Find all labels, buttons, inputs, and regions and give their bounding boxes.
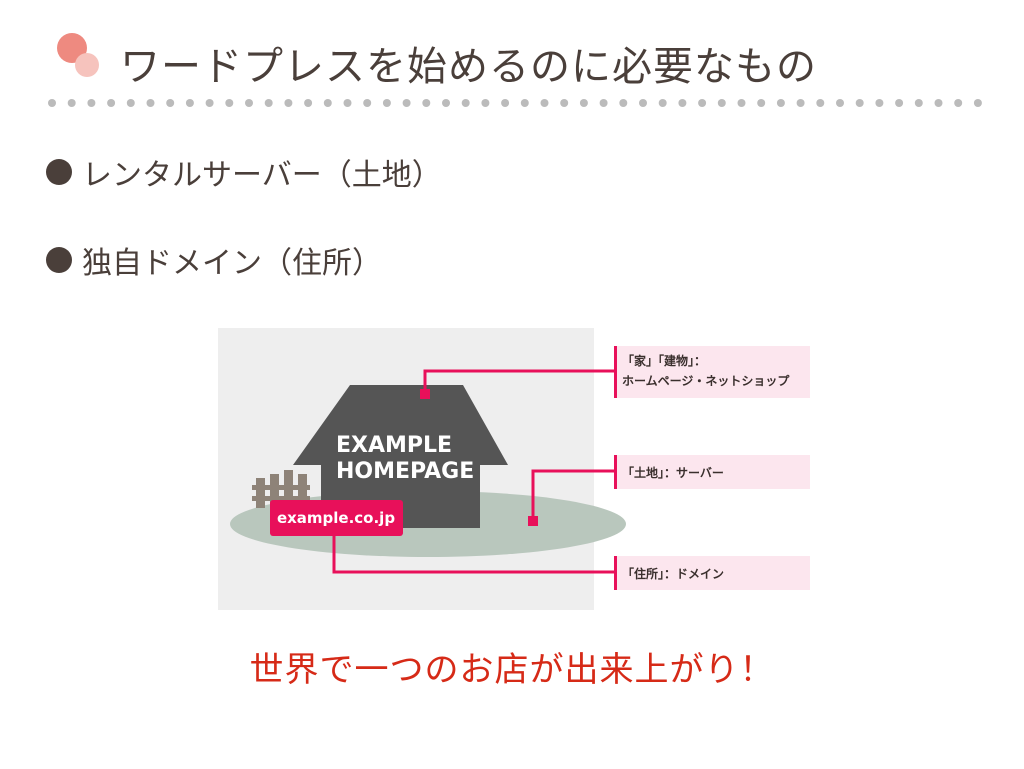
page-title: ワードプレスを始めるのに必要なもの xyxy=(120,44,817,90)
connector-house xyxy=(423,369,614,396)
divider-dot xyxy=(402,99,411,107)
divider-dot xyxy=(698,99,707,107)
divider-dot xyxy=(382,99,391,107)
divider-dot xyxy=(363,99,372,107)
divider-dot xyxy=(757,99,766,107)
divider-dot xyxy=(205,99,214,107)
house-text-line1: EXAMPLE xyxy=(336,433,452,458)
divider-dot xyxy=(954,99,963,107)
divider-dot xyxy=(166,99,175,107)
divider-dot xyxy=(126,99,135,107)
divider-dot xyxy=(914,99,923,107)
house-text-line2: HOMEPAGE xyxy=(336,459,474,484)
label-box-address xyxy=(614,556,810,590)
divider-dot xyxy=(816,99,825,107)
house-analogy-diagram: EXAMPLE HOMEPAGE example.co.jp 「家」「建物」： … xyxy=(218,328,810,610)
label-land: 「土地」：サーバー xyxy=(622,465,724,480)
divider-dot xyxy=(836,99,844,107)
house-icon xyxy=(293,385,508,528)
marker-house xyxy=(420,389,430,399)
conclusion-text: 世界で一つのお店が出来上がり！ xyxy=(249,650,775,690)
divider-dot xyxy=(520,99,529,107)
divider-dot xyxy=(146,99,155,107)
divider-dot xyxy=(461,99,470,107)
title-decoration-icon xyxy=(57,33,99,77)
divider-dot xyxy=(875,99,884,107)
divider-dot xyxy=(658,99,667,107)
divider-dot xyxy=(245,99,253,107)
divider-dot xyxy=(67,99,76,107)
divider-dot xyxy=(560,99,569,107)
divider-dot xyxy=(540,99,549,107)
divider-dot xyxy=(87,99,96,107)
divider-dot xyxy=(934,99,943,107)
label-house-line2: ホームページ・ネットショップ xyxy=(622,373,790,388)
divider-dot xyxy=(422,99,431,107)
divider-dot xyxy=(185,99,194,107)
bullet-text: 独自ドメイン（住所） xyxy=(82,246,382,281)
divider-dot xyxy=(717,99,726,107)
domain-sign xyxy=(270,500,403,536)
label-house-line1: 「家」「建物」： xyxy=(622,353,706,368)
divider-dot xyxy=(323,99,332,107)
label-address: 「住所」：ドメイン xyxy=(622,566,724,581)
divider-dot xyxy=(343,99,352,107)
bullet-dot-icon xyxy=(46,159,72,185)
divider-dot xyxy=(678,99,687,107)
divider-dot xyxy=(973,99,982,107)
dotted-divider xyxy=(48,99,982,107)
divider-dot xyxy=(304,99,313,107)
bullet-domain: 独自ドメイン（住所） xyxy=(46,238,382,282)
bullet-text: レンタルサーバー（土地） xyxy=(82,158,442,193)
divider-dot xyxy=(855,99,864,107)
label-box-land xyxy=(614,455,810,489)
divider-dot xyxy=(599,99,608,107)
divider-dot xyxy=(895,99,904,107)
divider-dot xyxy=(48,99,56,107)
divider-dot xyxy=(776,99,785,107)
bullet-dot-icon xyxy=(46,247,72,273)
divider-dot xyxy=(737,99,746,107)
divider-dot xyxy=(107,99,116,107)
divider-dot xyxy=(442,99,450,107)
domain-sign-text: example.co.jp xyxy=(277,509,395,527)
divider-dot xyxy=(579,99,588,107)
divider-dot xyxy=(481,99,490,107)
divider-dot xyxy=(264,99,273,107)
connector-land xyxy=(531,469,614,521)
divider-dot xyxy=(619,99,628,107)
bullet-rental-server: レンタルサーバー（土地） xyxy=(46,150,442,194)
label-box-house xyxy=(614,346,810,398)
marker-land xyxy=(528,516,538,526)
divider-dot xyxy=(796,99,805,107)
divider-dot xyxy=(284,99,293,107)
divider-dot xyxy=(639,99,647,107)
fence-icon xyxy=(252,470,310,508)
divider-dot xyxy=(225,99,234,107)
divider-dot xyxy=(501,99,510,107)
connector-address xyxy=(332,536,614,574)
